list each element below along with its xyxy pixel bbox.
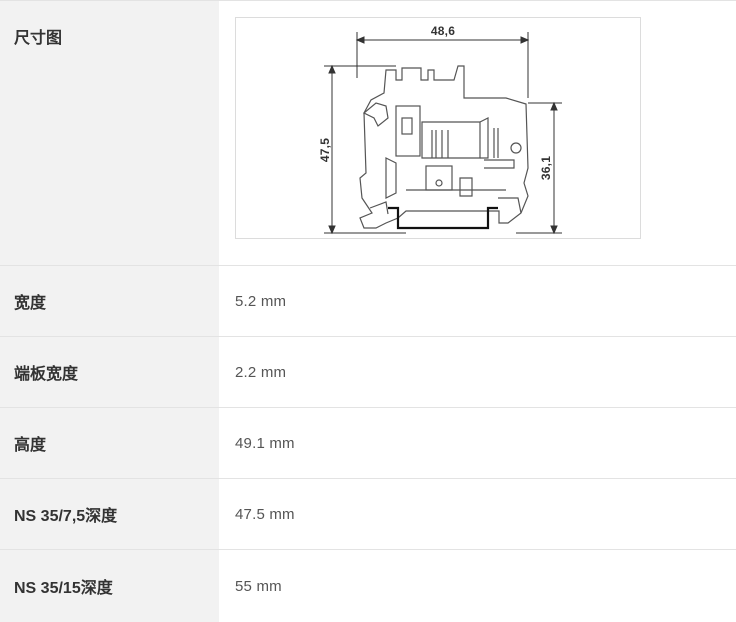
width-dimension [355,32,530,98]
spec-row-depth-ns35-7-5: NS 35/7,5深度 47.5 mm [0,479,736,550]
spec-label: 尺寸图 [0,1,219,265]
spec-value: 2.2 mm [235,363,287,381]
height-dimension-label: 47,5 [318,138,332,162]
spec-label: NS 35/15深度 [0,550,219,622]
spec-label: NS 35/7,5深度 [0,479,219,549]
width-dimension-label: 48,6 [431,24,455,38]
spec-row-depth-ns35-15: NS 35/15深度 55 mm [0,550,736,622]
spec-value: 49.1 mm [235,434,295,452]
dimensional-drawing: 48,6 47,5 [235,17,641,239]
spec-value: 55 mm [235,577,282,595]
spec-row-height: 高度 49.1 mm [0,408,736,479]
spec-value: 48,6 47,5 [219,1,736,265]
spec-label: 宽度 [0,266,219,336]
spec-row-width: 宽度 5.2 mm [0,266,736,337]
height-dimension [324,64,406,235]
terminal-body [359,65,529,229]
spec-label: 高度 [0,408,219,478]
terminal-block-drawing-svg: 48,6 47,5 [318,24,562,235]
spec-row-dimensional-drawing: 尺寸图 48,6 [0,1,736,266]
rail-height-dimension-label: 36,1 [539,156,553,180]
din-rail [388,206,498,230]
spec-value: 47.5 mm [235,505,295,523]
spec-value: 5.2 mm [235,292,287,310]
rail-height-dimension [516,101,562,235]
spec-row-end-cover-width: 端板宽度 2.2 mm [0,337,736,408]
spec-label: 端板宽度 [0,337,219,407]
